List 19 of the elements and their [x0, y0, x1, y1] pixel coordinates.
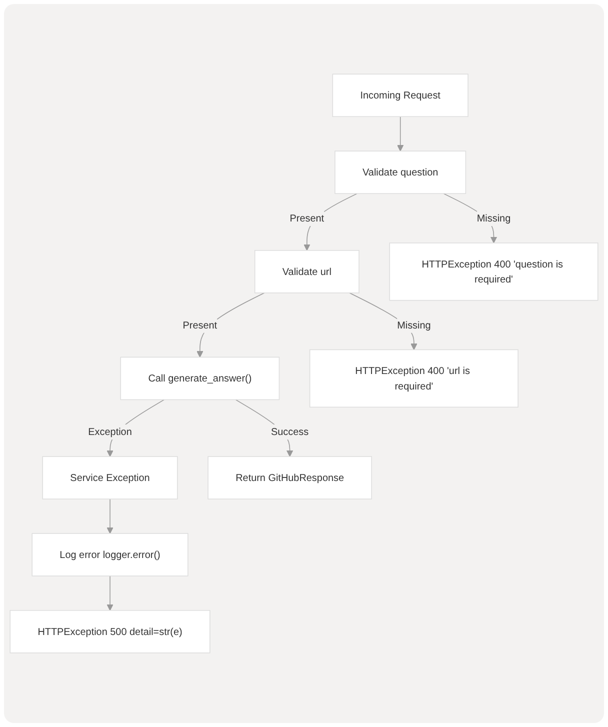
edge-label: Present: [182, 319, 218, 331]
node-box: HTTPException 500 detail=str(e): [10, 610, 210, 654]
node-box: HTTPException 400 'url is required': [309, 349, 518, 408]
node-box: Call generate_answer(): [120, 356, 280, 400]
node-box: Validate url: [254, 250, 360, 294]
arrow: [106, 498, 114, 534]
edge-label: Exception: [88, 426, 132, 438]
node-box: Validate question: [334, 150, 466, 194]
edge-label: Success: [271, 426, 309, 438]
edge-label: Missing: [397, 319, 431, 331]
node-box: Return GitHubResponse: [208, 456, 372, 500]
arrow: [396, 116, 404, 152]
node-box: Service Exception: [42, 456, 178, 500]
edge-label: Present: [290, 212, 324, 224]
node-box: Log error logger.error(): [32, 533, 188, 576]
node-box: HTTPException 400 'question is required': [389, 242, 598, 301]
node-box: Incoming Request: [332, 74, 468, 117]
edge-label: Missing: [476, 212, 511, 224]
arrow: [106, 576, 114, 611]
